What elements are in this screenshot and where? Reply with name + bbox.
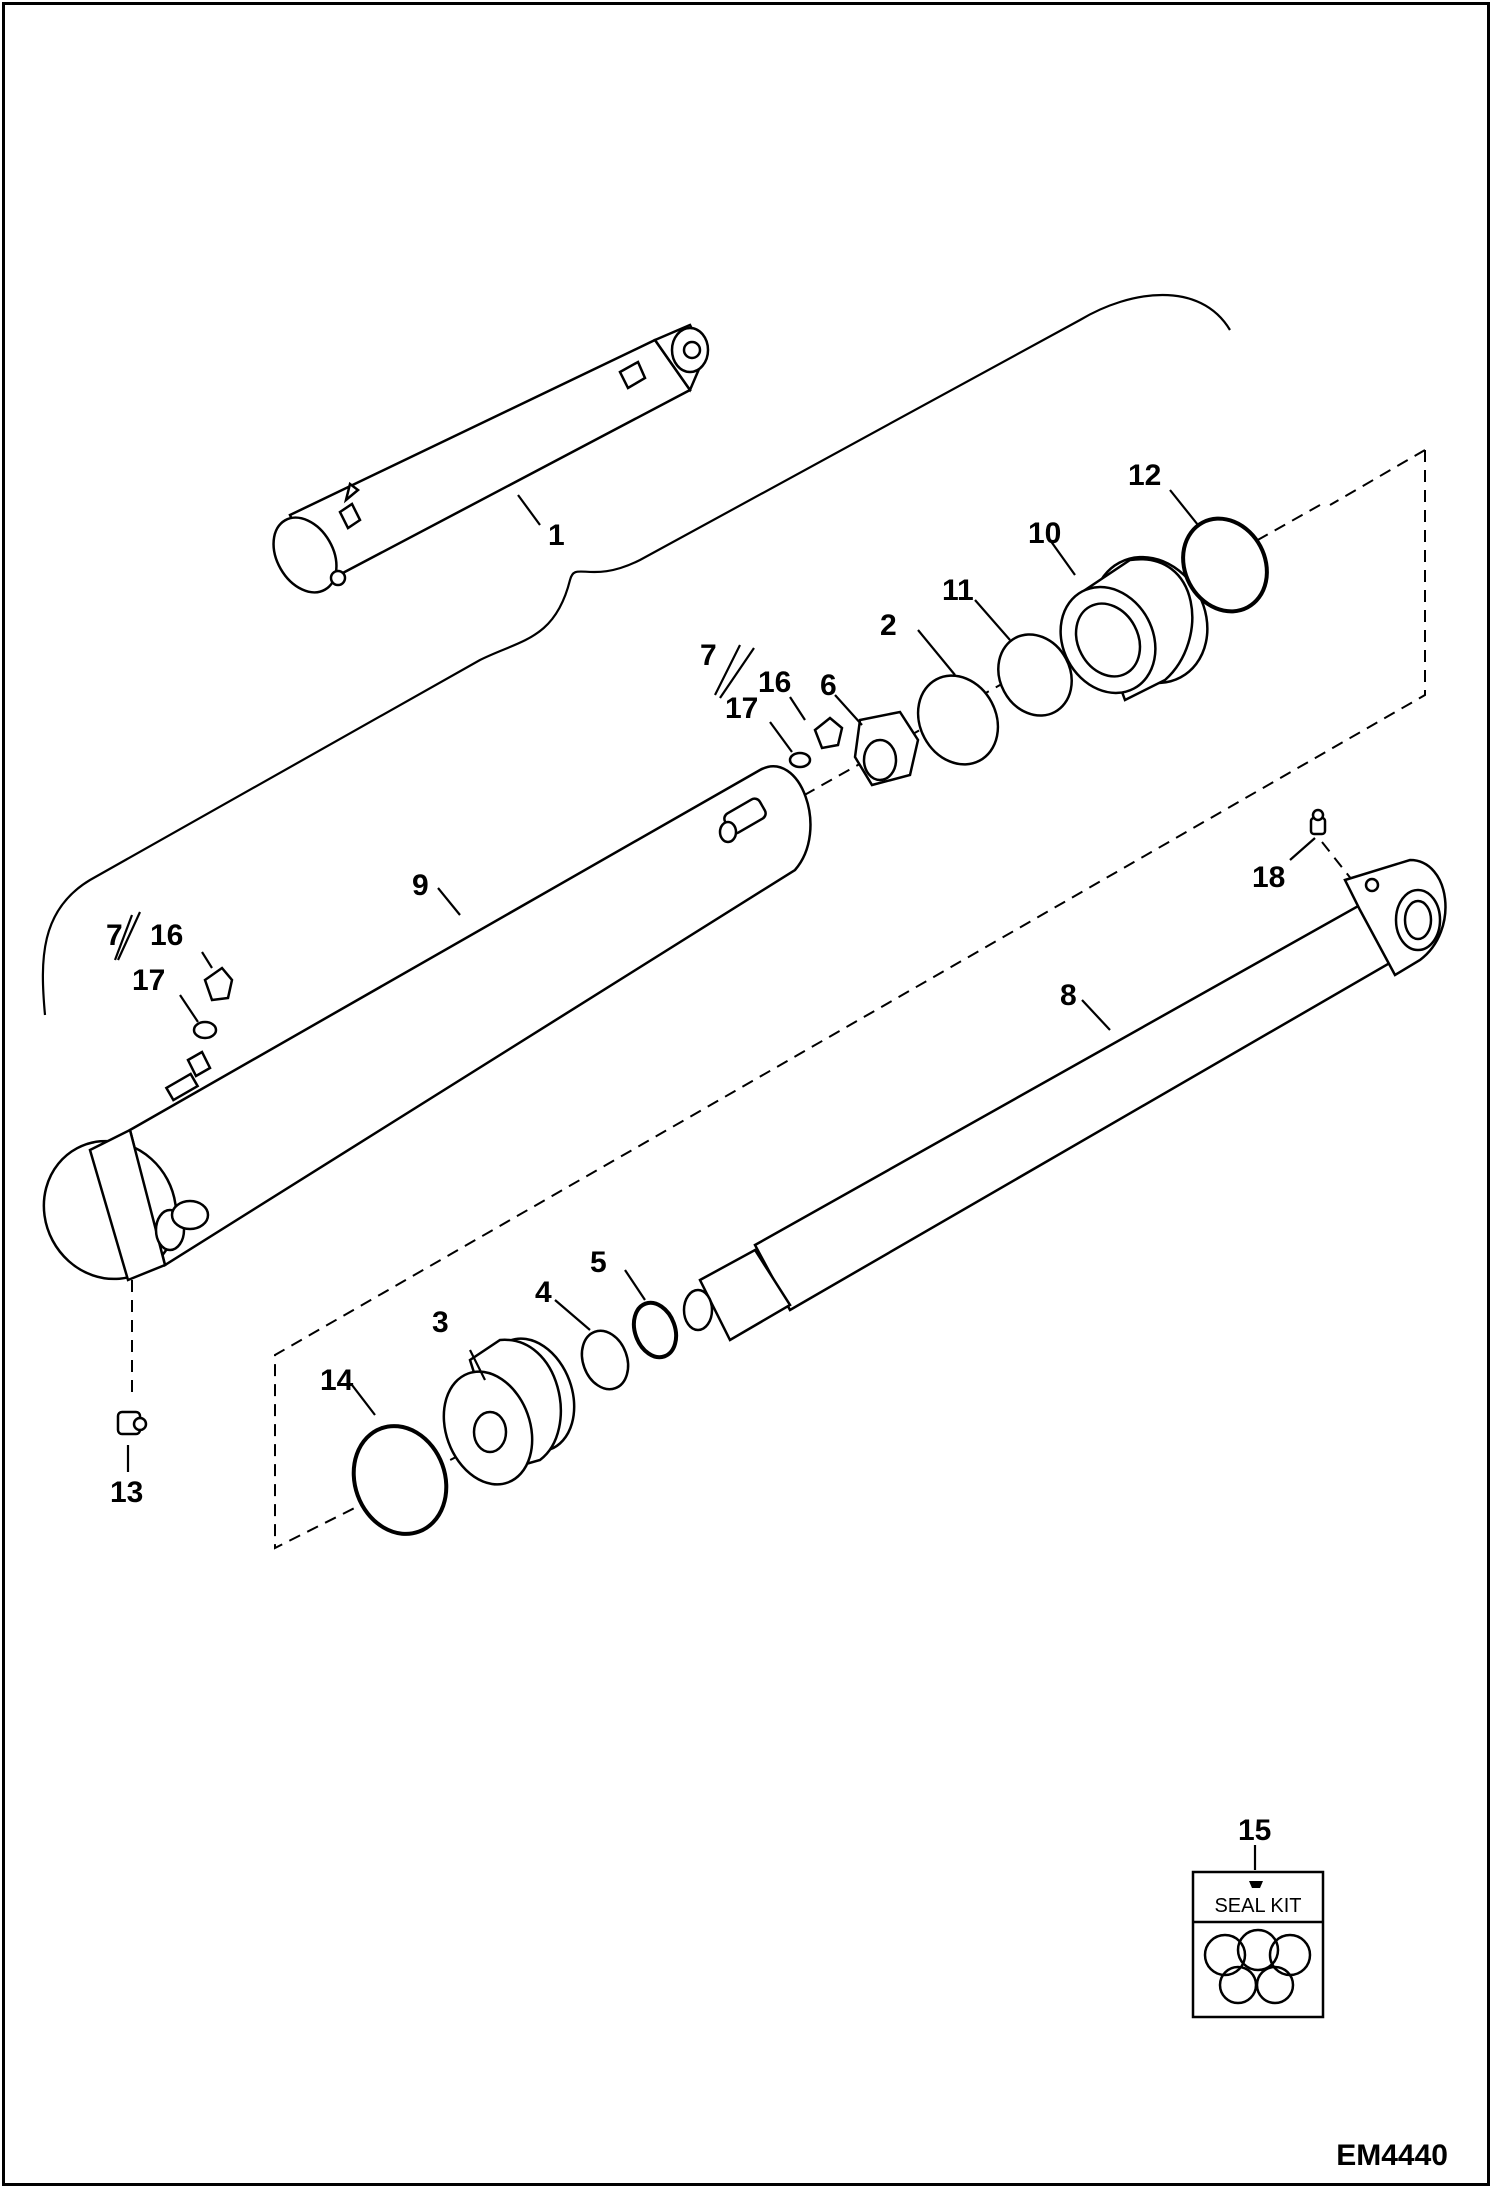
oring-17-lower [192,1020,218,1040]
grease-fitting [1309,808,1327,836]
barrel [42,765,812,1282]
callout-17-lower: 17 [132,964,165,997]
axis-18 [1321,841,1353,881]
callout-18: 18 [1252,861,1285,894]
slash-7-upper [714,644,741,696]
callout-9: 9 [412,869,429,902]
ring-2 [916,674,1000,766]
callout-1: 1 [548,519,565,552]
callout-13: 13 [110,1476,143,1509]
callout-4: 4 [535,1276,552,1309]
head [1059,555,1209,702]
ring-14 [351,1424,449,1536]
oring-17-upper [788,751,812,769]
ring-12 [1181,516,1269,614]
callout-17-upper: 17 [725,692,758,725]
ring-4 [580,1329,630,1391]
explode-envelope-upper [274,450,1426,1550]
callout-16-upper: 16 [758,666,791,699]
ring-11 [997,633,1073,717]
callout-7-upper: 7 [700,639,717,672]
figure-code: EM4440 [1336,2139,1448,2172]
callout-8: 8 [1060,979,1077,1012]
fitting-13 [116,1410,148,1436]
plug-16-lower [203,966,234,1002]
callout-2: 2 [880,609,897,642]
assembly-bracket [41,293,1231,1016]
callout-12: 12 [1128,459,1161,492]
slash-7-lower [117,911,141,961]
seal-kit-label: SEAL KIT [1214,1895,1301,1917]
callout-7-lower: 7 [106,919,123,952]
assembled-cylinder [272,323,710,594]
leader-lines [113,489,1316,1870]
seal-kit-box: SEAL KIT [1191,1870,1325,2019]
callout-3: 3 [432,1306,449,1339]
callout-16-lower: 16 [150,919,183,952]
callout-6: 6 [820,669,837,702]
ring-5 [631,1300,679,1360]
seal-kit-rings-icon [1203,1928,1312,2005]
callout-10: 10 [1028,517,1061,550]
plug-16-upper [813,716,844,750]
callout-15: 15 [1238,1814,1271,1847]
callout-11: 11 [942,574,974,607]
callout-5: 5 [590,1246,607,1279]
bleed-fitting [186,1050,212,1078]
rod [682,858,1447,1342]
explode-envelope-lower [1329,449,1426,506]
callout-14: 14 [320,1364,354,1397]
lock-nut [853,710,920,787]
piston [442,1337,576,1486]
